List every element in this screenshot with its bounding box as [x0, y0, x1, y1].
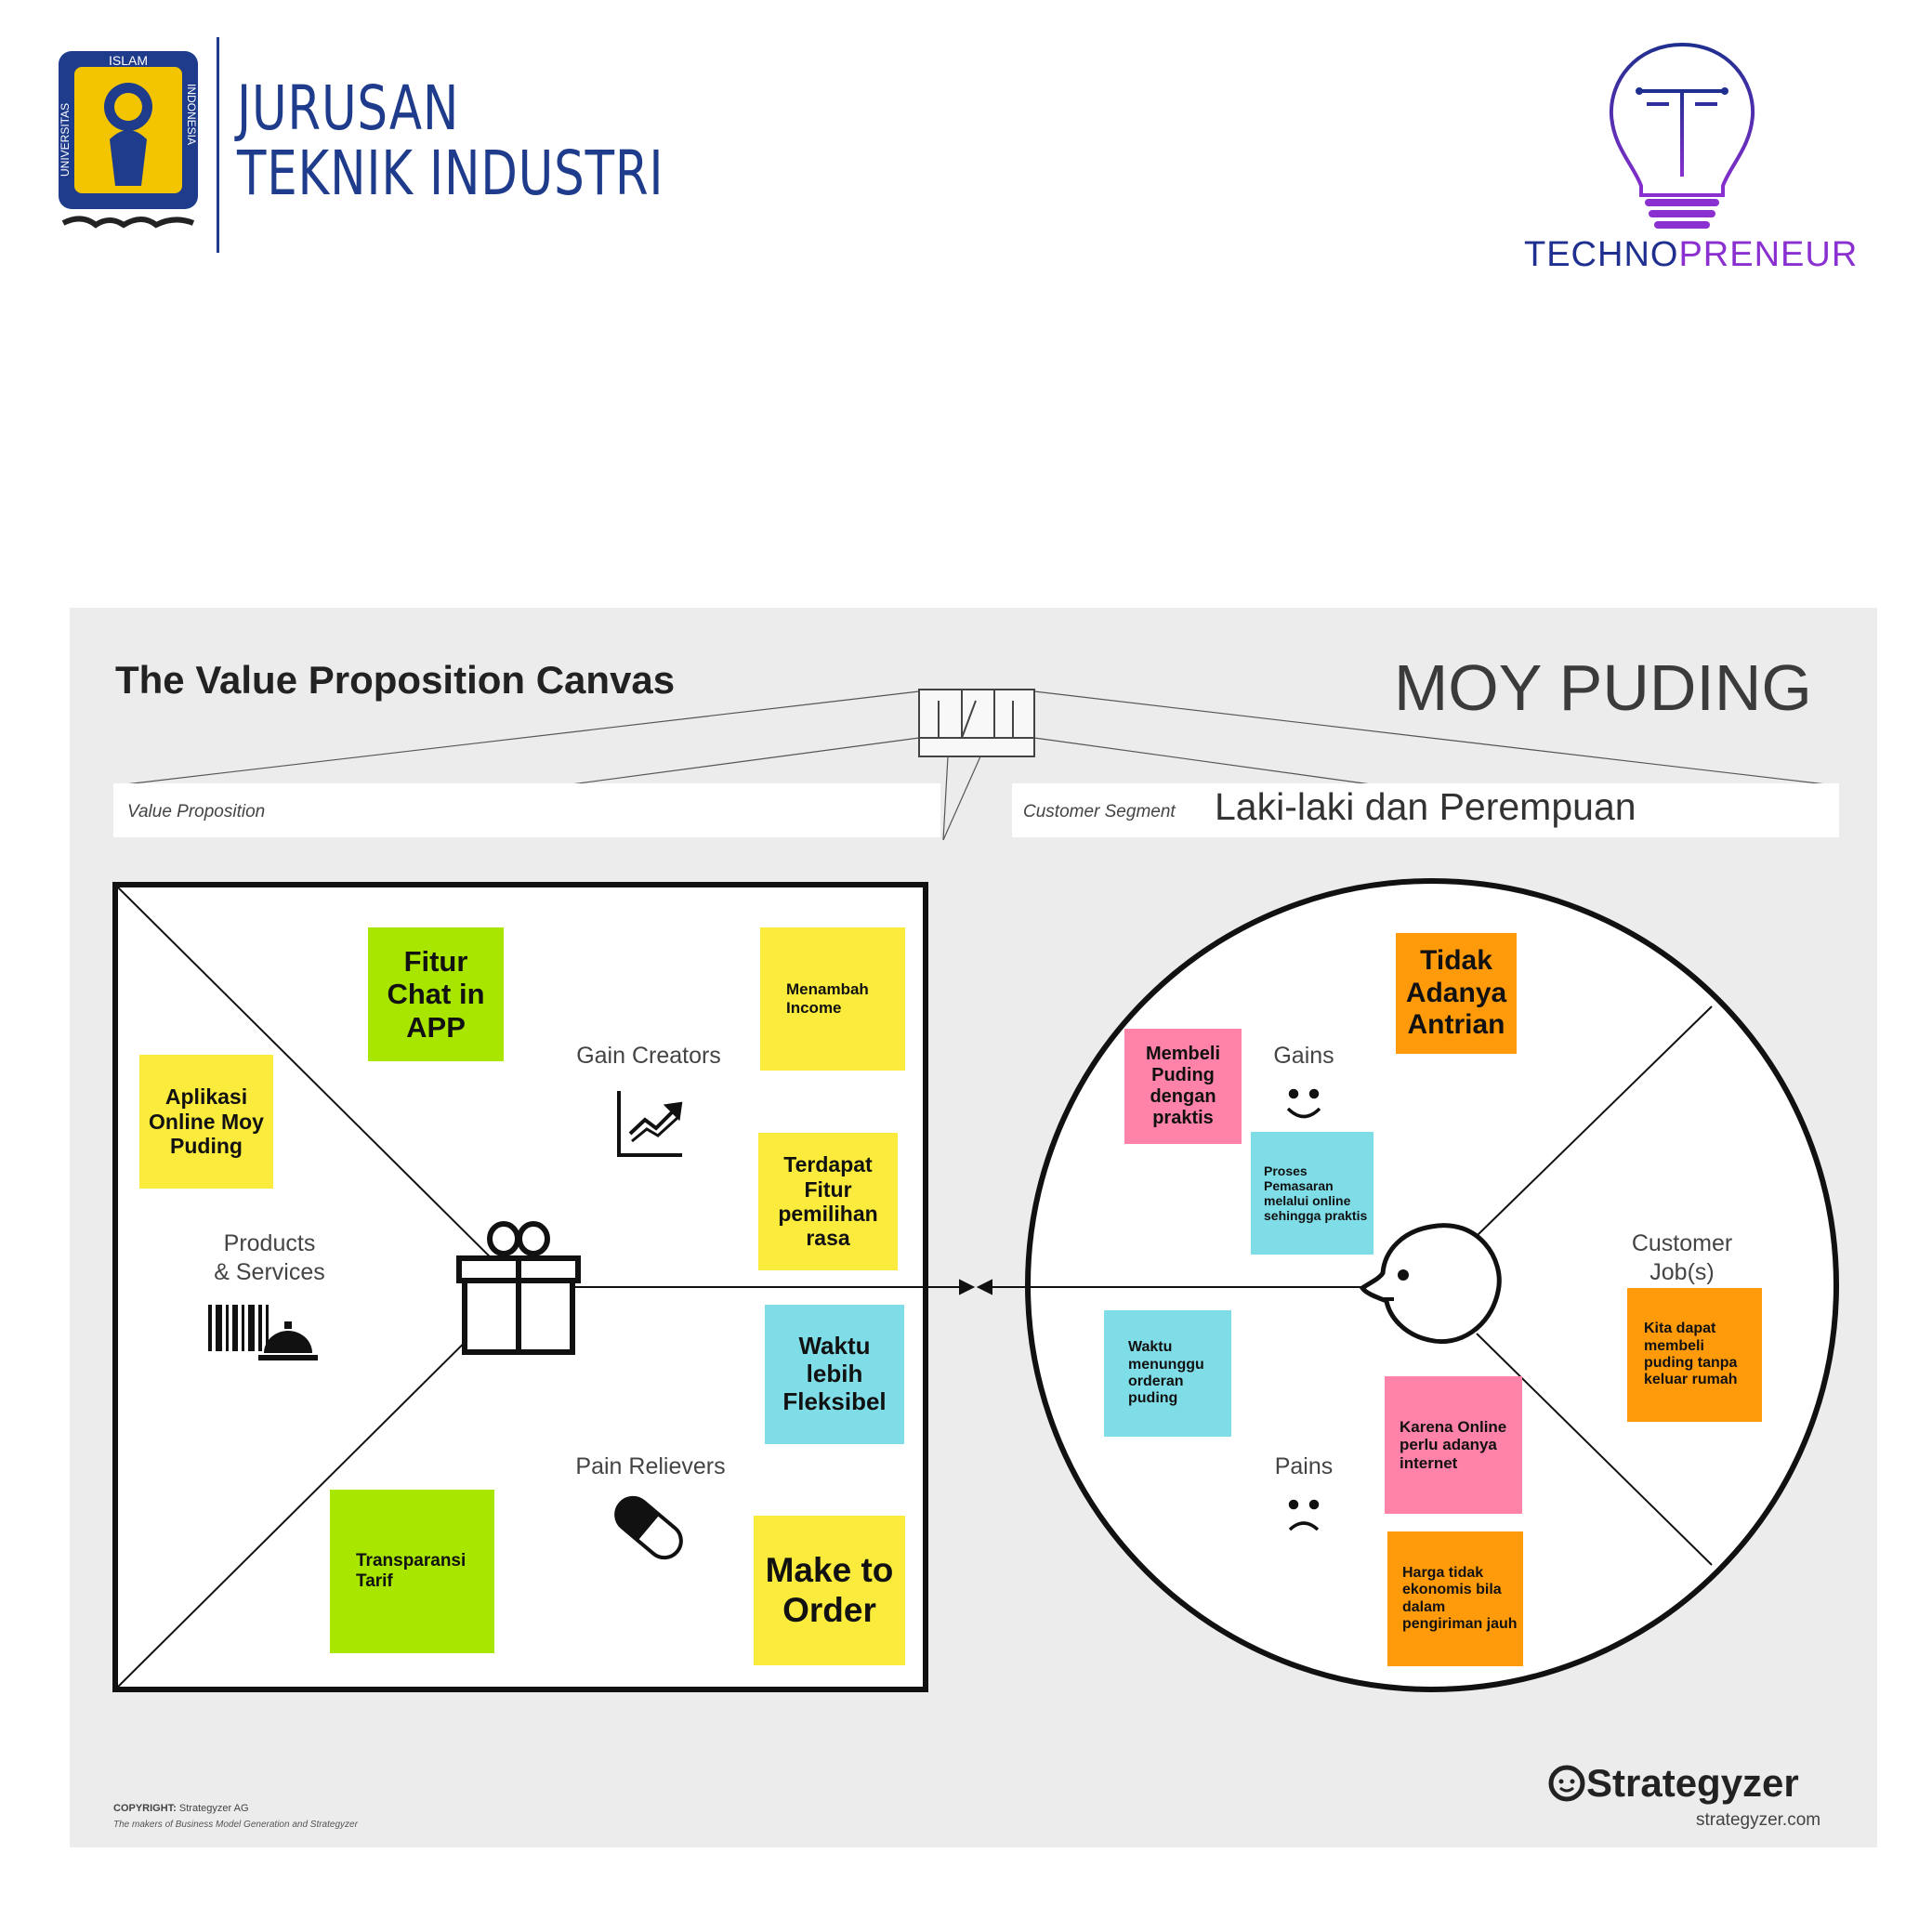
svg-text:INDONESIA: INDONESIA [185, 84, 198, 145]
sticky-karena-online: Karena Online perlu adanya internet [1385, 1376, 1522, 1514]
value-proposition-label: Value Proposition [127, 802, 266, 821]
pill-icon [614, 1495, 683, 1560]
copyright-line: COPYRIGHT: Strategyzer AG [113, 1803, 249, 1814]
products-services-label: Products & Services [191, 1229, 348, 1288]
mini-canvas-icon [918, 689, 1035, 757]
technopreneur-wordmark: TECHNOPRENEUR [1524, 235, 1858, 275]
sticky-tidak-antrian: Tidak Adanya Antrian [1396, 933, 1517, 1054]
sticky-kita-dapat: Kita dapat membeli puding tanpa keluar r… [1627, 1288, 1762, 1422]
customer-segment-value: Laki-laki dan Perempuan [1215, 785, 1636, 828]
makers-line: The makers of Business Model Generation … [113, 1820, 358, 1830]
sticky-harga-tidak: Harga tidak ekonomis bila dalam pengirim… [1387, 1531, 1523, 1666]
sticky-make-to-order: Make to Order [754, 1516, 905, 1665]
jobs-label-line1: Customer [1631, 1230, 1733, 1256]
profile-divider-upper [1476, 1005, 1713, 1237]
department-name: JURUSAN TEKNIK INDUSTRI [237, 76, 664, 206]
value-proposition-bar: Value Proposition [113, 783, 940, 837]
canvas-title: The Value Proposition Canvas [115, 658, 676, 702]
strategyzer-icon [1548, 1765, 1585, 1802]
svg-text:ISLAM: ISLAM [109, 53, 148, 68]
fit-arrows [558, 1279, 1375, 1295]
customer-jobs-label: Customer Job(s) [1612, 1229, 1752, 1288]
jobs-label-line2: Job(s) [1649, 1259, 1715, 1286]
tp-text-preneur: PRENEUR [1678, 235, 1859, 274]
brand-name: MOY PUDING [1394, 651, 1812, 724]
customer-segment-label: Customer Segment [1023, 802, 1176, 821]
customer-face-icon [1359, 1223, 1502, 1344]
lightbulb-icon [1609, 42, 1755, 229]
products-label-line2: & Services [214, 1259, 325, 1286]
pains-label: Pains [1274, 1453, 1334, 1479]
svg-text:UNIVERSITAS: UNIVERSITAS [59, 103, 72, 177]
value-map-diagonal-top [117, 887, 521, 1288]
strategyzer-wordmark: Strategyzer [1586, 1761, 1799, 1805]
sticky-menambah-income: Menambah Income [760, 927, 905, 1071]
sticky-membeli-puding: Membeli Puding dengan praktis [1124, 1029, 1242, 1144]
copyright-label: COPYRIGHT: [113, 1803, 177, 1814]
dept-line-2: TEKNIK INDUSTRI [237, 138, 664, 209]
sticky-transparansi: Transparansi Tarif [330, 1490, 494, 1653]
strategyzer-url: strategyzer.com [1696, 1810, 1821, 1830]
value-map-diagonal-bottom [117, 1286, 521, 1688]
tp-text-techno: TECHNO [1524, 235, 1679, 274]
sticky-aplikasi-online: Aplikasi Online Moy Puding [139, 1055, 273, 1189]
dept-line-1: JURUSAN [237, 72, 460, 144]
gains-label: Gains [1273, 1043, 1334, 1069]
products-barcode-icon [208, 1305, 269, 1351]
frown-icon [1288, 1499, 1320, 1531]
sticky-terdapat-fitur: Terdapat Fitur pemilihan rasa [758, 1133, 898, 1270]
customer-segment-bar: Customer Segment [1012, 783, 1839, 837]
pain-relievers-label: Pain Relievers [575, 1453, 726, 1479]
gain-creators-label: Gain Creators [576, 1043, 721, 1069]
gain-chart-icon [617, 1091, 683, 1157]
sticky-waktu-fleksibel: Waktu lebih Fleksibel [765, 1305, 904, 1444]
products-label-line1: Products [223, 1230, 316, 1256]
smile-icon [1286, 1088, 1321, 1119]
strategyzer-logo: Strategyzer [1547, 1761, 1799, 1806]
uii-logo: ISLAM UNIVERSITAS INDONESIA [59, 51, 198, 229]
copyright-holder: Strategyzer AG [178, 1803, 249, 1814]
service-bell-icon [258, 1321, 318, 1360]
sticky-fitur-chat: Fitur Chat in APP [368, 927, 504, 1061]
perspective-lines [125, 689, 1827, 841]
sticky-proses-pemasaran: Proses Pemasaran melalui online sehingga… [1251, 1132, 1373, 1255]
header-divider [217, 37, 219, 253]
profile-divider-lower [1476, 1333, 1713, 1566]
sticky-waktu-menunggu: Waktu menunggu orderan puding [1104, 1310, 1231, 1437]
gift-icon [456, 1221, 581, 1355]
